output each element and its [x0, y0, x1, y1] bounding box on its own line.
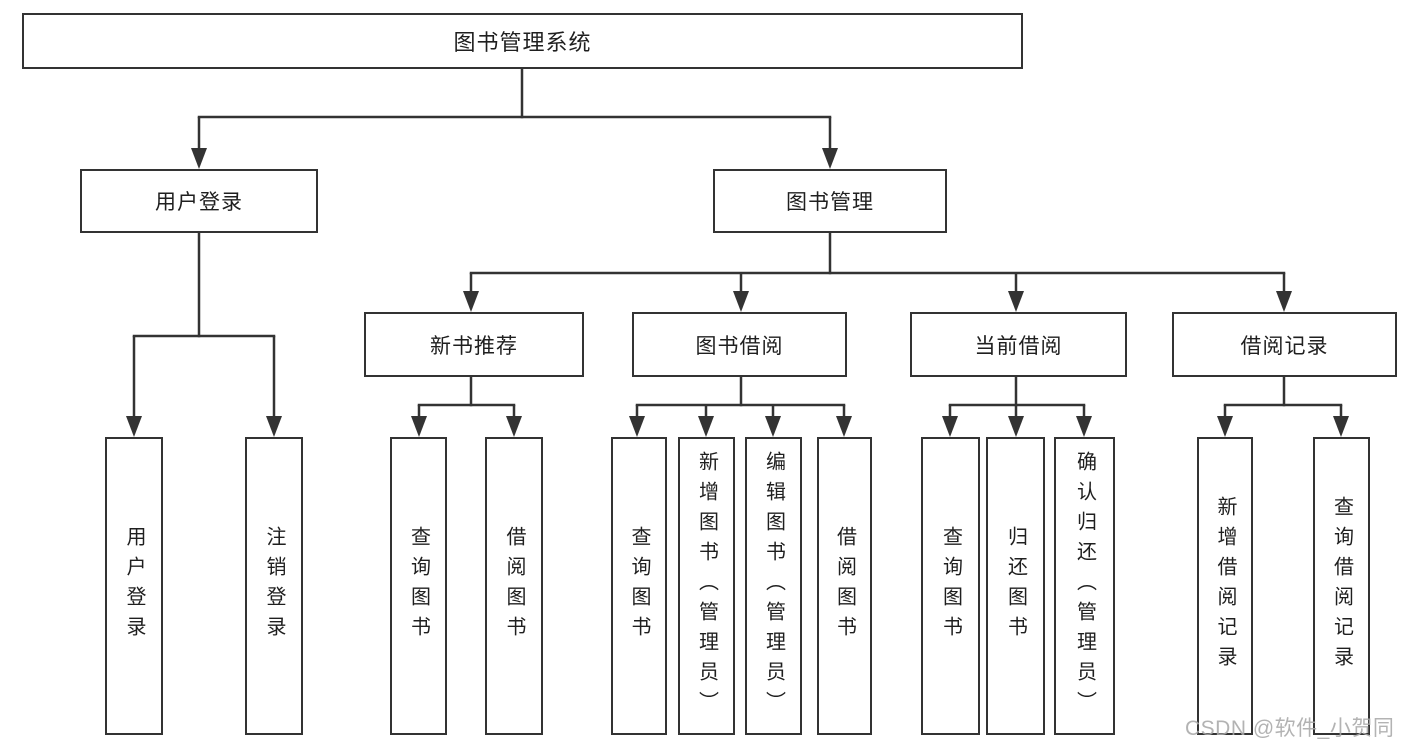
leaf-logout: 注销登录: [245, 437, 303, 735]
leaf-query-books-current: 查询图书: [921, 437, 980, 735]
leaf-query-borrow-record: 查询借阅记录: [1313, 437, 1370, 735]
leaf-return-books: 归还图书: [986, 437, 1045, 735]
node-user-login: 用户登录: [80, 169, 318, 233]
connector-user-login-branch: [126, 233, 282, 437]
connector-borrow-branch: [629, 377, 852, 437]
leaf-add-book-admin: 新增图书（管理员）: [678, 437, 735, 735]
node-book-borrow: 图书借阅: [632, 312, 847, 377]
node-current-borrow: 当前借阅: [910, 312, 1127, 377]
node-book-management: 图书管理: [713, 169, 947, 233]
leaf-confirm-return-admin: 确认归还（管理员）: [1054, 437, 1115, 735]
connector-current-branch: [942, 377, 1092, 437]
connector-root-branch: [191, 69, 838, 169]
leaf-query-books-recommend: 查询图书: [390, 437, 447, 735]
leaf-edit-book-admin: 编辑图书（管理员）: [745, 437, 802, 735]
connector-records-branch: [1217, 377, 1349, 437]
leaf-borrow-books-recommend: 借阅图书: [485, 437, 543, 735]
leaf-add-borrow-record: 新增借阅记录: [1197, 437, 1253, 735]
connector-book-management-branch: [463, 233, 1292, 312]
node-borrow-records: 借阅记录: [1172, 312, 1397, 377]
node-new-book-recommend: 新书推荐: [364, 312, 584, 377]
node-library-management-system: 图书管理系统: [22, 13, 1023, 69]
connector-recommend-branch: [411, 377, 522, 437]
leaf-user-login: 用户登录: [105, 437, 163, 735]
leaf-query-books-borrow: 查询图书: [611, 437, 667, 735]
leaf-borrow-books: 借阅图书: [817, 437, 872, 735]
